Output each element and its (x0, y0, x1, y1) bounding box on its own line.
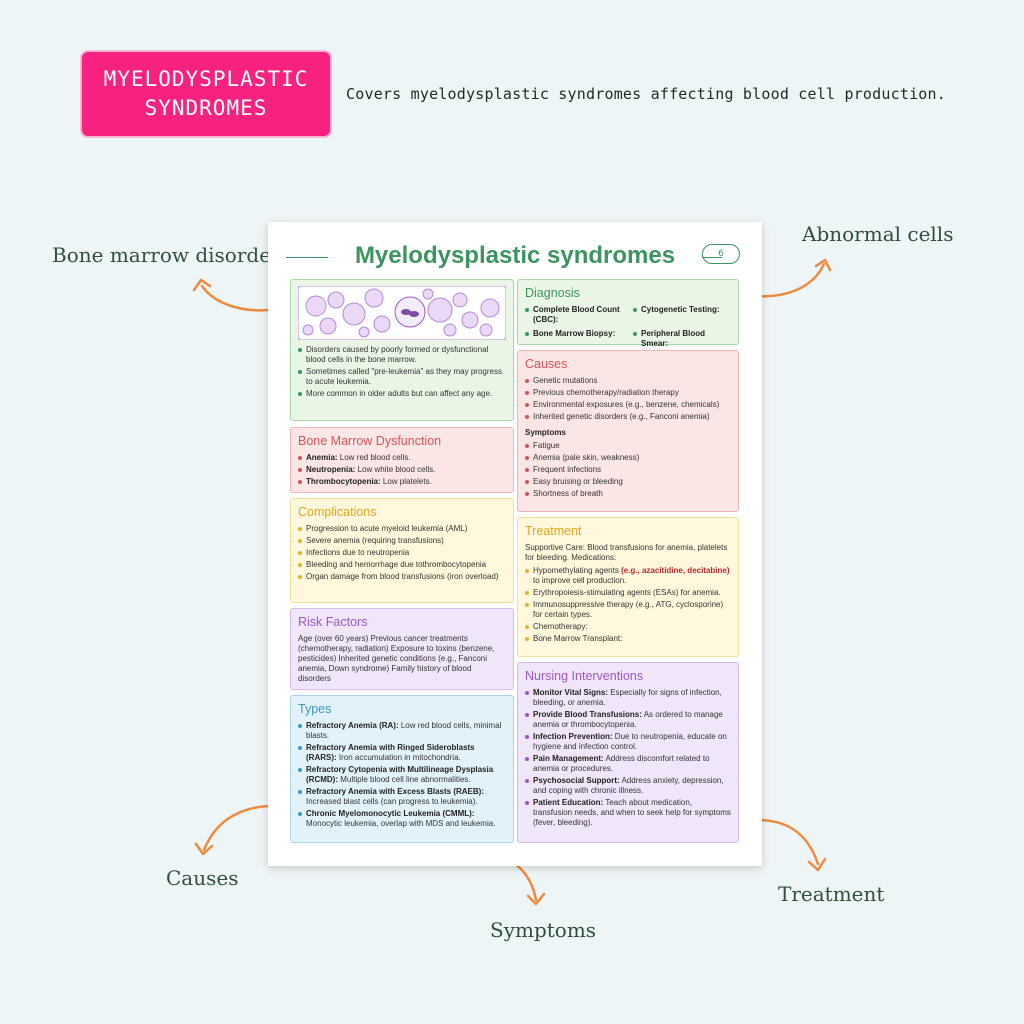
list-item: Erythropoiesis-stimulating agents (ESAs)… (525, 588, 731, 598)
title-rule-left (286, 257, 328, 258)
bone-marrow-heading: Bone Marrow Dysfunction (298, 434, 442, 448)
intro-item: More common in older adults but can affe… (298, 389, 506, 399)
callout-abnormal-cells: Abnormal cells (802, 222, 954, 246)
intro-box: Disorders caused by poorly formed or dys… (290, 279, 514, 421)
list-item: Infections due to neutropenia (298, 548, 506, 558)
list-item: Frequent infections (525, 465, 731, 475)
list-item: Organ damage from blood transfusions (ir… (298, 572, 506, 582)
list-item: Environmental exposures (e.g., benzene, … (525, 400, 731, 410)
study-sheet: Myelodysplastic syndromes 6 Disorders ca… (268, 222, 762, 866)
list-item: Thrombocytopenia: Low platelets. (298, 477, 506, 487)
list-item: Bleeding and hemorrhage due tothrombocyt… (298, 560, 506, 570)
badge-line-2: SYNDROMES (144, 96, 268, 120)
title-badge: MYELODYSPLASTIC SYNDROMES (82, 52, 330, 136)
arrow-treatment-icon (756, 818, 827, 872)
complications-box: Complications Progression to acute myelo… (290, 498, 514, 603)
diagnosis-heading: Diagnosis (525, 286, 580, 300)
list-item: Refractory Cytopenia with Multilineage D… (298, 765, 506, 785)
list-item: Neutropenia: Low white blood cells. (298, 465, 506, 475)
sheet-title: Myelodysplastic syndromes (354, 242, 676, 269)
nursing-box: Nursing Interventions Monitor Vital Sign… (517, 662, 739, 843)
list-item: Chronic Myelomonocytic Leukemia (CMML): … (298, 809, 506, 829)
list-item: Bone Marrow Transplant: (525, 634, 731, 644)
intro-item: Sometimes called "pre-leukemia" as they … (298, 367, 506, 387)
list-item: Anemia: Low red blood cells. (298, 453, 506, 463)
title-rule-right (702, 257, 722, 258)
risk-factors-text: Age (over 60 years) Previous cancer trea… (298, 634, 495, 683)
list-item: Infection Prevention: Due to neutropenia… (525, 732, 731, 752)
list-item: Patient Education: Teach about medicatio… (525, 798, 731, 828)
list-item: Refractory Anemia with Ringed Sideroblas… (298, 743, 506, 763)
list-item: Shortness of breath (525, 489, 731, 499)
badge-line-1: MYELODYSPLASTIC (103, 67, 309, 91)
treatment-intro: Supportive Care: Blood transfusions for … (525, 543, 728, 562)
list-item: Inherited genetic disorders (e.g., Fanco… (525, 412, 731, 422)
list-item: Cytogenetic Testing: (633, 305, 731, 325)
list-item: Chemotherapy: (525, 622, 731, 632)
arrow-causes-icon (194, 804, 270, 856)
risk-factors-heading: Risk Factors (298, 615, 368, 629)
intro-list: Disorders caused by poorly formed or dys… (298, 345, 506, 399)
callout-causes: Causes (166, 866, 239, 890)
list-item: Fatigue (525, 441, 731, 451)
causes-box: Causes Genetic mutations Previous chemot… (517, 350, 739, 512)
list-item: Hypomethylating agents (e.g., azacitidin… (525, 566, 731, 586)
types-box: Types Refractory Anemia (RA): Low red bl… (290, 695, 514, 843)
diagnosis-box: Diagnosis Complete Blood Count (CBC): Cy… (517, 279, 739, 348)
intro-item: Disorders caused by poorly formed or dys… (298, 345, 506, 365)
list-item: Refractory Anemia with Excess Blasts (RA… (298, 787, 506, 807)
callout-treatment: Treatment (778, 882, 885, 906)
list-item: Severe anemia (requiring transfusions) (298, 536, 506, 546)
list-item: Progression to acute myeloid leukemia (A… (298, 524, 506, 534)
arrow-abnormal-cells-icon (754, 258, 832, 298)
list-item: Previous chemotherapy/radiation therapy (525, 388, 731, 398)
list-item: Bone Marrow Biopsy: (525, 329, 623, 349)
list-item: Psychosocial Support: Address anxiety, d… (525, 776, 731, 796)
list-item: Genetic mutations (525, 376, 731, 386)
risk-factors-box: Risk Factors Age (over 60 years) Previou… (290, 608, 514, 690)
symptoms-heading: Symptoms (525, 428, 566, 437)
list-item: Anemia (pale skin, weakness) (525, 453, 731, 463)
page-number: 6 (702, 244, 740, 264)
list-item: Monitor Vital Signs: Especially for sign… (525, 688, 731, 708)
complications-heading: Complications (298, 505, 377, 519)
arrow-bone-marrow-icon (192, 278, 270, 312)
nursing-heading: Nursing Interventions (525, 669, 644, 683)
types-heading: Types (298, 702, 332, 716)
list-item: Pain Management: Address discomfort rela… (525, 754, 731, 774)
treatment-heading: Treatment (525, 524, 582, 538)
list-item: Immunosuppressive therapy (e.g., ATG, cy… (525, 600, 731, 620)
causes-heading: Causes (525, 357, 568, 371)
treatment-box: Treatment Supportive Care: Blood transfu… (517, 517, 739, 657)
bone-marrow-box: Bone Marrow Dysfunction Anemia: Low red … (290, 427, 514, 493)
list-item: Complete Blood Count (CBC): (525, 305, 623, 325)
tagline: Covers myelodysplastic syndromes affecti… (346, 85, 946, 103)
callout-bone-marrow: Bone marrow disorder (52, 243, 281, 267)
list-item: Peripheral Blood Smear: (633, 329, 731, 349)
callout-symptoms: Symptoms (490, 918, 597, 942)
list-item: Refractory Anemia (RA): Low red blood ce… (298, 721, 506, 741)
list-item: Easy bruising or bleeding (525, 477, 731, 487)
list-item: Provide Blood Transfusions: As ordered t… (525, 710, 731, 730)
blood-cells-illustration-icon (298, 286, 506, 340)
